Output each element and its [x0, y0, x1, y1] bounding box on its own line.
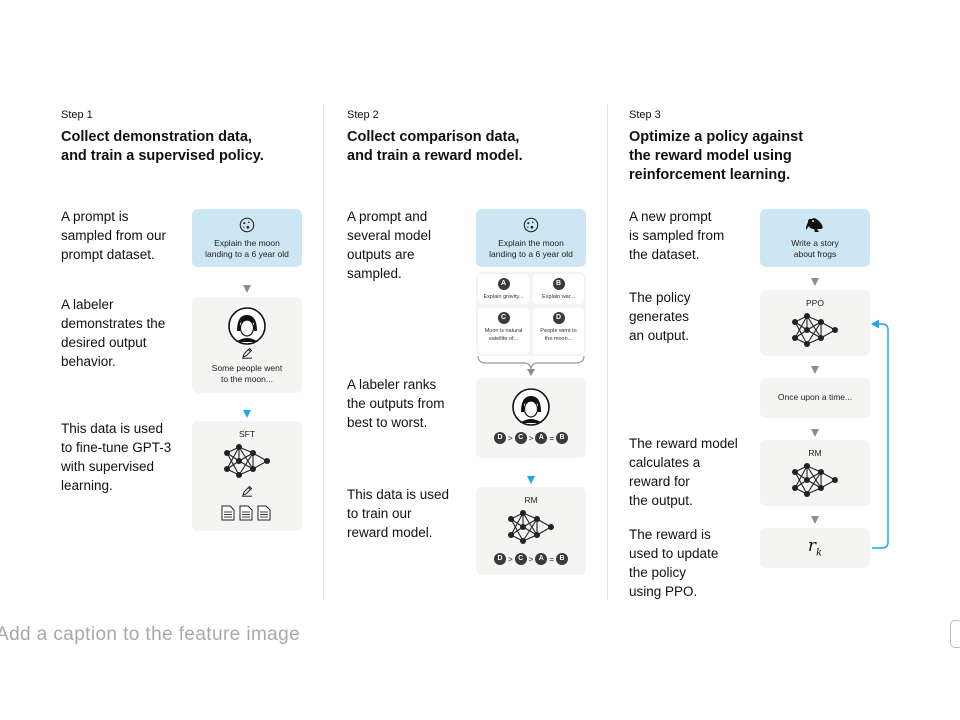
planet-icon [522, 216, 540, 234]
step-2-para-prompt: A prompt and several model outputs are s… [347, 209, 432, 281]
step-3-prompt-box: Write a story about frogs [760, 209, 870, 267]
neural-network-icon [791, 310, 839, 350]
option-d: D People went to the moon... [533, 308, 584, 354]
option-b: B Explain war... [533, 274, 584, 304]
brace-connector [477, 355, 585, 376]
step-1-prompt-box: Explain the moon landing to a 6 year old [192, 209, 302, 267]
step-3-para-prompt: A new prompt is sampled from the dataset… [629, 209, 725, 262]
step-1-labeler-box: Some people went to the moon... [192, 297, 302, 393]
column-divider-2 [607, 104, 608, 600]
step-3-para-reward-model: The reward model calculates a reward for… [629, 436, 738, 508]
step-1-label: Step 1 [61, 109, 93, 121]
step-1-sft-box: SFT [192, 421, 302, 531]
feedback-loop-arrow [871, 319, 889, 549]
neural-network-icon [223, 441, 271, 481]
caption-placeholder[interactable]: Add a caption to the feature image [0, 624, 301, 645]
document-icon [221, 505, 235, 521]
arrow-down-icon [811, 429, 819, 437]
step-3-reward-box: rk [760, 528, 870, 568]
arrow-down-icon [811, 278, 819, 286]
step-1-title: Collect demonstration data, and train a … [61, 129, 264, 164]
step-1-para-labeler: A labeler demonstrates the desired outpu… [61, 297, 166, 369]
step-2-title: Collect comparison data, and train a rew… [347, 129, 523, 164]
step-2-labeler-box: D>C>A=B [476, 378, 586, 458]
step-3-para-policy: The policy generates an output. [629, 290, 691, 343]
arrow-down-icon [527, 476, 535, 484]
ranking-row: D>C>A=B [476, 432, 586, 444]
pencil-icon [241, 485, 253, 497]
planet-icon [238, 216, 256, 234]
person-avatar-icon [228, 307, 266, 345]
frog-icon [806, 218, 823, 232]
pencil-icon [241, 347, 253, 359]
step-3-ppo-box: PPO [760, 290, 870, 356]
option-c: C Moon is natural satellite of... [478, 308, 529, 354]
step-3-label: Step 3 [629, 109, 661, 121]
step-2-prompt-box: Explain the moon landing to a 6 year old [476, 209, 586, 267]
step-1-para-prompt: A prompt is sampled from our prompt data… [61, 209, 167, 262]
neural-network-icon [507, 507, 555, 547]
sft-label: SFT [238, 429, 256, 439]
step-3-output-box: Once upon a time... [760, 378, 870, 418]
ranking-row: D>C>A=B [476, 553, 586, 565]
step-2-rm-box: RM D>C>A=B [476, 487, 586, 575]
arrow-down-icon [243, 285, 251, 293]
step-2-para-train: This data is used to train our reward mo… [347, 487, 450, 540]
step-1-para-finetune: This data is used to fine-tune GPT-3 wit… [61, 421, 172, 493]
arrow-down-icon [243, 410, 251, 418]
rm-label: RM [524, 495, 538, 505]
ppo-label: PPO [806, 298, 824, 308]
column-divider-1 [323, 104, 324, 600]
arrow-down-icon [811, 366, 819, 374]
step-3-title: Optimize a policy against the reward mod… [629, 129, 804, 183]
option-a: A Explain gravity... [478, 274, 529, 304]
step-3-rm-box: RM [760, 440, 870, 506]
person-avatar-icon [512, 388, 550, 426]
document-icon [257, 505, 271, 521]
arrow-down-icon [811, 516, 819, 524]
document-icon [239, 505, 253, 521]
reward-symbol: rk [807, 536, 823, 559]
step-3-para-update: The reward is used to update the policy … [629, 527, 719, 599]
step-2-para-ranks: A labeler ranks the outputs from best to… [347, 377, 445, 430]
rm-label: RM [808, 448, 822, 458]
edge-button[interactable] [950, 620, 960, 648]
neural-network-icon [791, 460, 839, 500]
step-2-label: Step 2 [347, 109, 379, 121]
step-2-options-grid: A Explain gravity... B Explain war... C … [476, 272, 586, 356]
